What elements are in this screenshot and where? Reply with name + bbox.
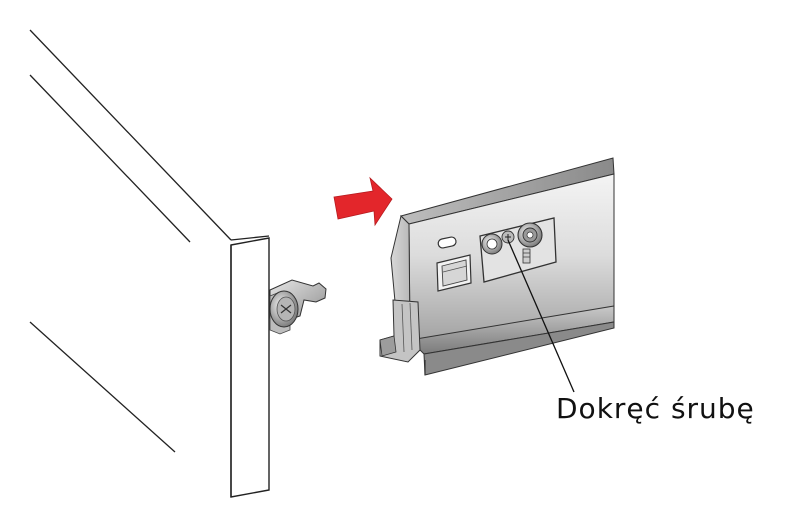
adjustment-screw (481, 230, 515, 255)
arrow-right-icon (333, 176, 393, 227)
height-adjuster (517, 222, 543, 264)
screw-icon (269, 290, 299, 328)
drawer-side-rail (379, 157, 615, 376)
front-fixing-bracket (269, 279, 327, 335)
callout-label: Dokręć śrubę (556, 392, 755, 425)
callout-leader-line (507, 239, 575, 393)
drawer-front-panel (0, 0, 270, 531)
